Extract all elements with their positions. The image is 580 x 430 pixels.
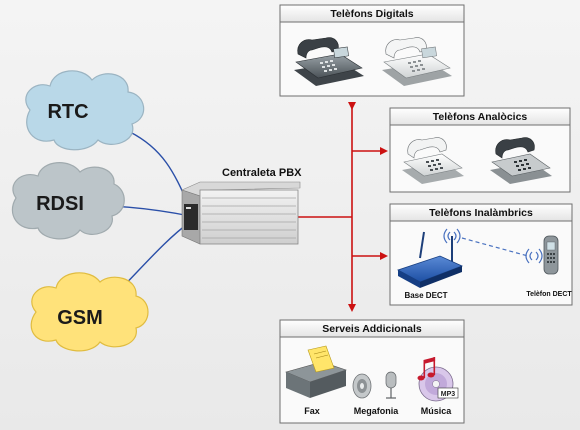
cloud-rtc-label: RTC	[47, 101, 88, 123]
wireless-signal-icon	[443, 228, 543, 264]
cloud-rdsi-label: RDSI	[36, 193, 84, 215]
group-digital-phones: Telèfons Digitals	[279, 4, 465, 97]
pbx-distribution	[298, 102, 388, 312]
pbx-unit: Centraleta PBX	[181, 167, 302, 245]
group-wireless-phones: Telèfons Inalàmbrics Base DECT Telèf	[389, 203, 573, 306]
group-analog-phones: Telèfons Analòcics	[389, 107, 571, 193]
service-label-megafonia: Megafonia	[354, 406, 399, 416]
link-rtc-pbx	[129, 131, 191, 209]
digital-phone-light-icon	[382, 37, 452, 86]
group-services-title: Serveis Addicionals	[322, 323, 422, 335]
group-additional-services: Serveis Addicionals	[279, 319, 465, 424]
analog-phone-light-icon	[402, 137, 464, 184]
dect-phone-label: Telèfon DECT	[526, 291, 572, 298]
service-label-musica: Música	[421, 406, 453, 416]
music-cd-icon: MP3	[417, 357, 459, 402]
cloud-rdsi: RDSI	[11, 162, 125, 240]
cloud-gsm-label: GSM	[57, 307, 103, 329]
digital-phone-dark-icon	[294, 37, 364, 86]
group-analog-title: Telèfons Analòcics	[433, 111, 528, 123]
dect-base-icon	[397, 231, 464, 288]
group-wireless-title: Telèfons Inalàmbrics	[429, 207, 533, 219]
megaphone-speaker-icon	[352, 373, 372, 399]
mp3-label: MP3	[441, 391, 456, 398]
dect-handset-icon	[543, 235, 559, 275]
fax-icon	[285, 345, 347, 398]
pbx-label: Centraleta PBX	[222, 167, 302, 179]
dect-base-label: Base DECT	[404, 291, 447, 300]
microphone-icon	[385, 371, 397, 399]
cloud-gsm: GSM	[30, 272, 149, 352]
service-label-fax: Fax	[304, 406, 320, 416]
group-digital-title: Telèfons Digitals	[330, 8, 413, 20]
cloud-rtc: RTC	[25, 70, 145, 151]
analog-phone-dark-icon	[490, 137, 552, 184]
